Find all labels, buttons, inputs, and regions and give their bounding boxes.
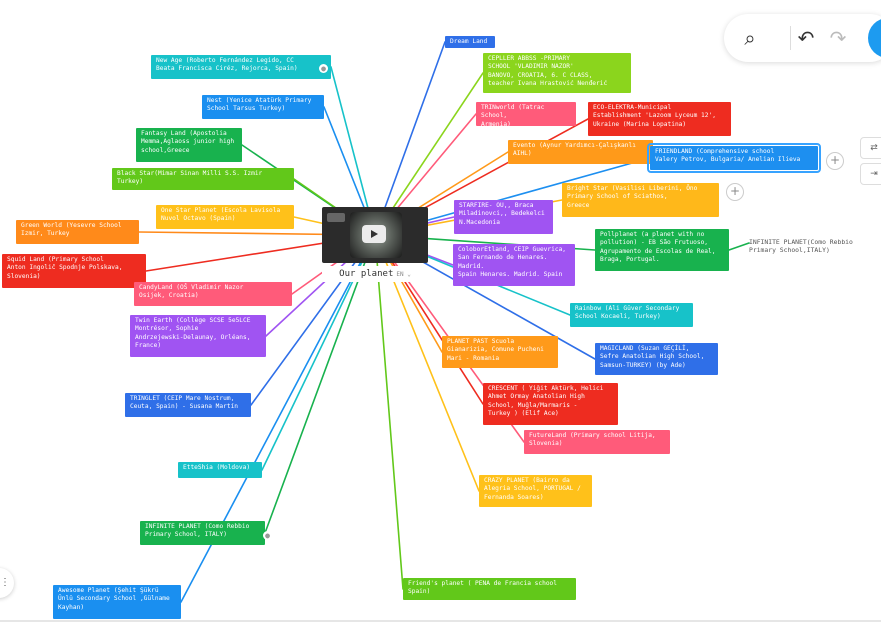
mindmap-node[interactable]: ECO-ELEKTRA-Municipal Establishment 'Laz… [588,102,731,136]
mindmap-node[interactable]: Dream Land [445,36,495,48]
mindmap-node[interactable]: Pollplanet (a planet with no pollution) … [595,229,729,271]
undo-icon[interactable]: ↶ [797,26,815,50]
mindmap-node[interactable]: ColoborEtland, CEIP Guevrica, San Fernan… [453,244,575,286]
mindmap-node[interactable]: One Star Planet (Escola Lavisola Nuvol O… [156,205,294,229]
mindmap-node[interactable]: Green World (Yesevre School Izmir, Turke… [16,220,139,244]
mindmap-node[interactable]: Nest (Yenice Atatürk Primary School Tars… [202,95,324,119]
toolbar-divider [790,26,791,50]
connector-line [728,242,750,251]
collapse-dot[interactable]: ● [263,531,272,540]
bottom-divider [0,620,881,622]
primary-action-button[interactable] [868,18,881,58]
mindmap-node[interactable]: Rainbow (Ali Güver Secondary School Koca… [570,303,693,327]
redo-icon[interactable]: ↷ [829,26,847,50]
mindmap-node[interactable]: Bright Star (Vasilisi Liberini, Ōno Prim… [562,183,719,217]
search-icon[interactable]: ⌕ [744,26,756,50]
left-panel-handle[interactable]: ⋮ [0,568,14,598]
mindmap-node[interactable]: Evento (Aynur Yardımcı-Çalışkanlı AIHL) [508,140,653,164]
mindmap-node[interactable]: FRIENDLAND (Comprehensive school Valery … [647,143,821,173]
mindmap-node[interactable]: MAGICLAND (Suzan GEÇİLİ, Sefre Anatolian… [595,343,718,375]
mindmap-node[interactable]: CRAZY PLANET (Bairro da Alegria School, … [479,475,592,507]
mindmap-node[interactable]: FutureLand (Primary school Litija, Slove… [524,430,670,454]
mindmap-node[interactable]: New Age (Roberto Fernández Legido, CC Be… [151,55,331,79]
connector-line [250,234,376,406]
mindmap-node[interactable]: CRESCENT ( Yiğit Aktürk, Helici Ahmet Or… [483,383,618,425]
mindmap-node[interactable]: INFINITE PLANET (Como Rebbio Primary Sch… [140,521,265,545]
top-toolbar: ⌕ ↶ ↷ [724,14,881,62]
add-node-button[interactable]: + [726,183,744,201]
mindmap-node[interactable]: PLANET PAST Scuola Gianarizia, Comune Pu… [442,336,558,368]
center-node-thumbnail[interactable] [322,207,428,263]
mindmap-node[interactable]: CandyLand (OŠ Vladimir Nazor Osijek, Cro… [134,282,292,306]
mindmap-node[interactable]: CEPLLER ABBSS -PRIMARY SCHOOL 'VLADIMIR … [483,53,631,93]
connector-line [374,234,484,405]
mindmap-node[interactable]: TRINworld (Tatrac School, Armenia) [476,102,576,126]
mindmap-node[interactable]: Fantasy Land (Apostolia Memma,Aglaoss ju… [136,128,242,162]
far-node-text[interactable]: INFINITE PLANET(Como Rebbio Primary Scho… [749,238,853,255]
logo-icon [327,213,345,222]
center-subtitle: EN ⌄ [396,271,411,278]
side-shortcut-button[interactable]: ⇄ [860,137,881,159]
mindmap-node[interactable]: Awesome Planet (Şehit Şükrü Ünlü Seconda… [53,585,181,619]
mindmap-node[interactable]: Friend's planet ( PENA de Francia school… [403,578,576,600]
mindmap-node[interactable]: TRINGLET (CEIP Mare Nostrum, Ceuta, Spai… [125,393,251,417]
mindmap-node[interactable]: Twin Earth (Collège SCSE 5e5LCE Montréso… [130,315,266,357]
center-title-text: Our planet [339,269,394,279]
mindmap-node[interactable]: Squid Land (Primary School Anton Ingolič… [2,254,146,288]
play-icon[interactable] [362,225,386,243]
add-node-button[interactable]: + [826,152,844,170]
connector-line [374,234,404,590]
mindmap-node[interactable]: STARFIRE- OU,, Braca Miladinovci,, Bedek… [454,200,553,234]
connector-line [374,41,446,236]
connector-line [264,234,376,534]
side-shortcut-button[interactable]: ⇥ [860,163,881,185]
mindmap-node[interactable]: EtteShia (Moldova) [178,462,262,478]
mindmap-node[interactable]: Black Star(Mimar Sinan Milli S.S. Izmir … [112,168,294,190]
collapse-dot[interactable]: ● [319,64,328,73]
